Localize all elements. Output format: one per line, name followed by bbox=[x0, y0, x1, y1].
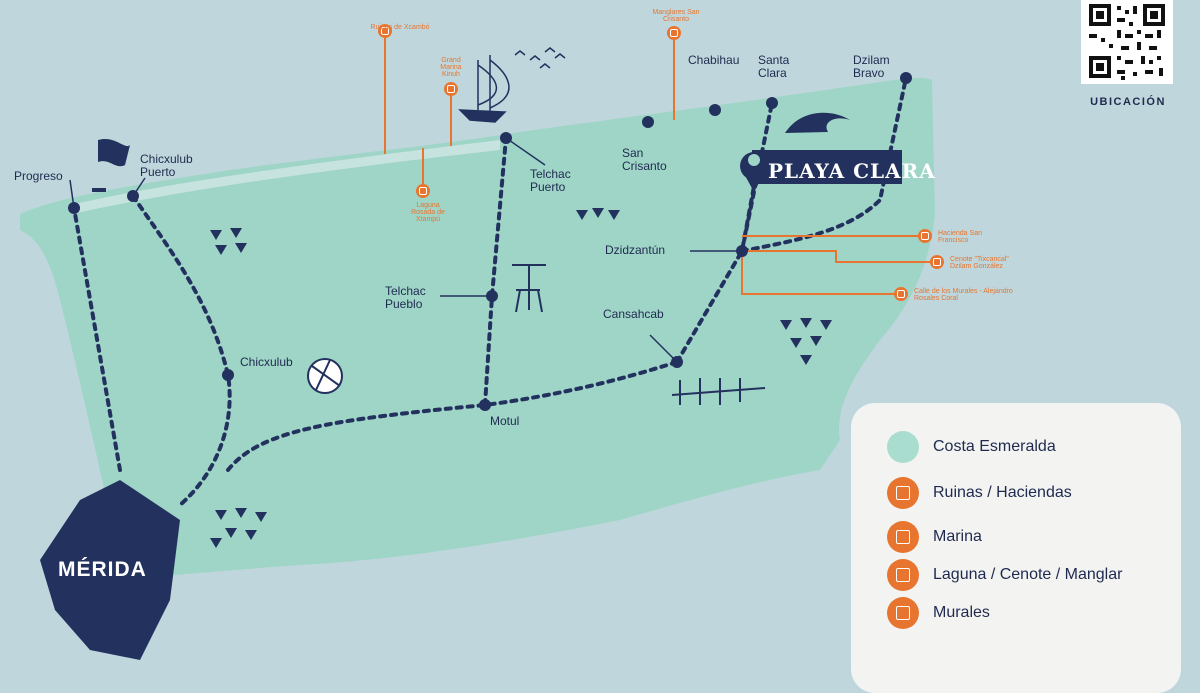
route-dzilam bbox=[740, 76, 908, 253]
playa-clara-banner bbox=[752, 150, 902, 184]
town-label-san-crisanto: San Crisanto bbox=[622, 146, 667, 173]
legend-item-laguna: Laguna / Cenote / Manglar bbox=[887, 559, 1122, 591]
town-label-dzidzantun: Dzidzantún bbox=[605, 243, 666, 257]
poi-label-grand-marina: Grand Marina Kinuh bbox=[440, 57, 462, 78]
legend-label: Laguna / Cenote / Manglar bbox=[933, 566, 1123, 583]
merida-area bbox=[40, 480, 180, 660]
legend-item-costa: Costa Esmeralda bbox=[887, 431, 1056, 463]
map-svg bbox=[20, 38, 935, 660]
lifeguard-chair-icon bbox=[512, 264, 546, 313]
playa-clara-label: PLAYA CLARA bbox=[768, 159, 936, 183]
qr-pattern bbox=[1089, 4, 1165, 80]
town-label-santa-clara: Santa Clara bbox=[758, 53, 790, 80]
birds-icon bbox=[514, 47, 566, 69]
ruins-icon bbox=[378, 24, 392, 38]
ship-icon bbox=[458, 55, 510, 123]
flag-icon bbox=[92, 138, 130, 192]
poi-label-laguna-rosada: Laguna Rosada de Xtampú bbox=[411, 202, 445, 223]
poi-label-manglares: Manglares San Crisanto bbox=[652, 9, 700, 23]
mangrove-icon bbox=[667, 26, 681, 40]
anchor-icon bbox=[444, 82, 458, 96]
poi-label-cenote: Cenote "Tixcancal" Dzilam González bbox=[950, 256, 1009, 270]
map-canvas: Ruinas de Xcambó Grand Marina Kinuh Lagu… bbox=[14, 0, 1181, 693]
teal-circle-icon bbox=[887, 431, 919, 463]
legend-panel: Costa Esmeralda Ruinas / Haciendas Marin… bbox=[851, 403, 1181, 693]
poi-label-hacienda: Hacienda San Francisco bbox=[938, 230, 982, 244]
poi-label-ruinas-xcambo: Ruinas de Xcambó bbox=[370, 24, 430, 31]
palette-icon bbox=[887, 597, 919, 629]
town-label-telchac-puerto: Telchac Puerto bbox=[530, 167, 571, 194]
cenote-icon bbox=[930, 255, 944, 269]
coastal-strip bbox=[70, 140, 500, 214]
legend-item-ruinas: Ruinas / Haciendas bbox=[887, 477, 1072, 509]
hacienda-icon bbox=[918, 229, 932, 243]
legend-item-marina: Marina bbox=[887, 521, 982, 553]
murales-icon bbox=[894, 287, 908, 301]
town-label-dzilam-bravo: Dzilam Bravo bbox=[853, 53, 890, 80]
town-label-motul: Motul bbox=[490, 414, 520, 428]
legend-label: Murales bbox=[933, 604, 990, 621]
location-pin-icon bbox=[740, 152, 769, 192]
lagoon-icon bbox=[416, 184, 430, 198]
route-merida-progreso bbox=[72, 206, 122, 472]
town-label-chabihau: Chabihau bbox=[688, 53, 740, 67]
qr-caption: UBICACIÓN bbox=[1090, 96, 1166, 108]
wave-icon bbox=[785, 112, 850, 133]
legend-label: Ruinas / Haciendas bbox=[933, 484, 1072, 501]
merida-label: MÉRIDA bbox=[58, 558, 147, 581]
ruins-icon bbox=[887, 477, 919, 509]
qr-code[interactable] bbox=[1081, 0, 1173, 84]
legend-label: Marina bbox=[933, 528, 982, 545]
town-label-chicxulub-puerto: Chicxulub Puerto bbox=[140, 152, 193, 179]
legend-label: Costa Esmeralda bbox=[933, 438, 1056, 455]
poi-label-calle-murales: Calle de los Murales - Alejandro Rosales… bbox=[914, 288, 1013, 302]
town-label-chicxulub: Chicxulub bbox=[240, 355, 293, 369]
route-cansahcab bbox=[675, 168, 759, 364]
legend-item-murales: Murales bbox=[887, 597, 990, 629]
lagoon-icon bbox=[887, 559, 919, 591]
town-label-progreso: Progreso bbox=[14, 169, 63, 183]
town-label-telchac-pueblo: Telchac Pueblo bbox=[385, 284, 426, 311]
anchor-icon bbox=[887, 521, 919, 553]
pier-icon bbox=[671, 378, 766, 405]
town-label-cansahcab: Cansahcab bbox=[603, 307, 664, 321]
